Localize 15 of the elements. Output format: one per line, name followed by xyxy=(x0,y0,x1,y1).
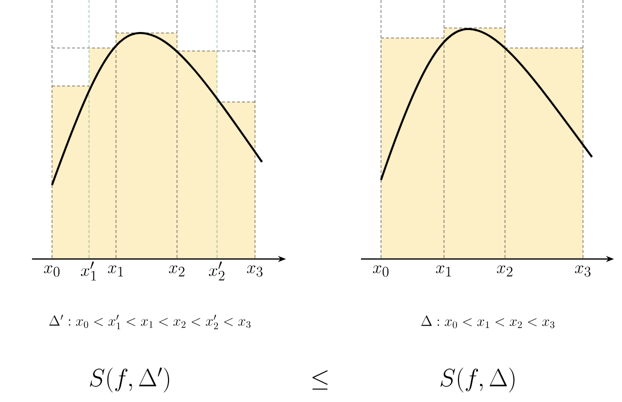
axis-label: $x'_1$ xyxy=(80,262,96,280)
axis-label: $x_2$ xyxy=(168,265,184,276)
partition-formula: $\Delta' : x_0 < x'_1 < x_1 < x_2 < x'_2 < x_3$ xyxy=(49,314,250,330)
relation-symbol: $\leq$ xyxy=(312,370,328,390)
partition-formula: $\Delta : x_0 < x_1 < x_2 < x_3$ xyxy=(421,316,554,328)
axis-label: $x_1$ xyxy=(108,265,123,276)
axis-label: $x_0$ xyxy=(44,265,60,277)
sum-formula: $S(f,\Delta')$ xyxy=(90,368,170,392)
axis-label: $x_3$ xyxy=(246,265,262,277)
axis-label: $x_0$ xyxy=(372,265,388,277)
axis-label: $x_2$ xyxy=(496,265,512,276)
axis-label: $x_3$ xyxy=(574,265,590,277)
sum-formula: $S(f,\Delta)$ xyxy=(440,368,514,392)
axis-label: $x'_2$ xyxy=(208,262,224,280)
axis-label: $x_1$ xyxy=(436,265,451,276)
